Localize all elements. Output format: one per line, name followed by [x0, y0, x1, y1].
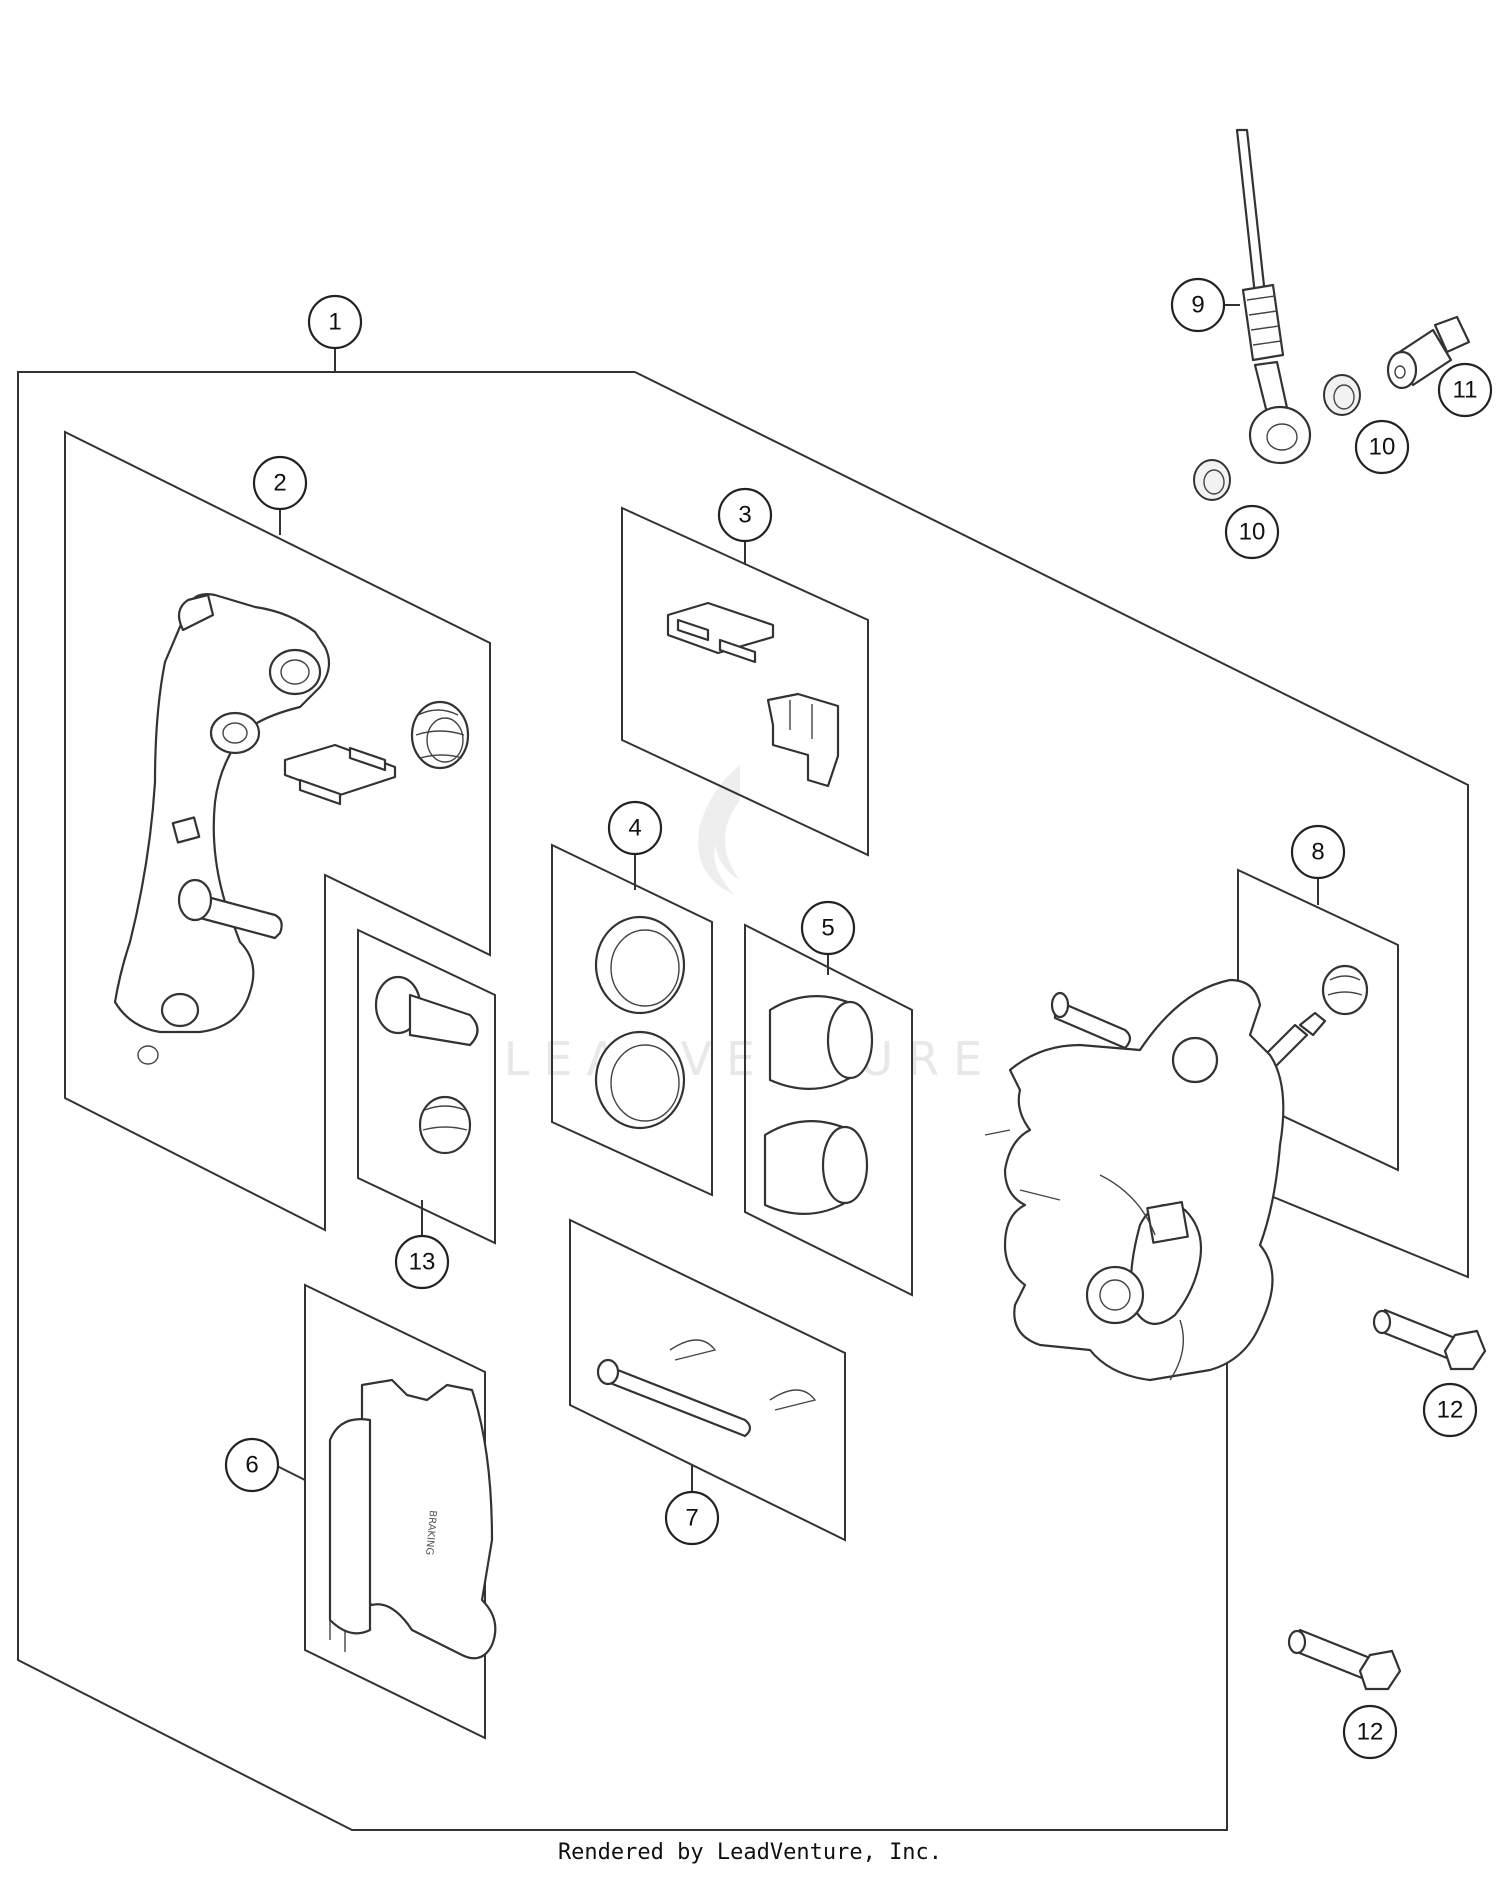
callout-12-upper-label: 12 — [1437, 1397, 1464, 1424]
group-13-panel — [357, 928, 496, 1245]
copper-washer-lower — [1193, 459, 1231, 501]
callout-1-label: 1 — [328, 309, 341, 336]
mounting-bolt-lower — [1287, 1628, 1402, 1691]
mounting-bolt-upper — [1372, 1308, 1487, 1371]
callout-3: 3 — [717, 487, 773, 543]
callout-13-label: 13 — [409, 1249, 436, 1276]
group-6-panel — [304, 1283, 486, 1740]
callout-13: 13 — [394, 1234, 450, 1290]
group-7-panel — [569, 1218, 846, 1542]
rendered-by-footer: Rendered by LeadVenture, Inc. — [557, 1840, 943, 1865]
callout-9-label: 9 — [1191, 292, 1204, 319]
callout-2-label: 2 — [273, 470, 286, 497]
callout-5: 5 — [800, 900, 856, 956]
group-5-panel — [744, 923, 913, 1297]
callout-10-upper: 10 — [1354, 419, 1410, 475]
brake-hose — [1235, 128, 1312, 465]
group-4-panel — [551, 843, 713, 1197]
callout-8-label: 8 — [1311, 839, 1324, 866]
callout-7: 7 — [664, 1490, 720, 1546]
watermark: LEADVENTURE — [504, 765, 997, 1086]
banjo-bolt — [1386, 315, 1471, 390]
callout-6-label: 6 — [245, 1452, 258, 1479]
callout-9: 9 — [1170, 277, 1226, 333]
callout-10-lower-label: 10 — [1239, 519, 1266, 546]
brake-pads: BRAKING — [328, 1378, 497, 1660]
callout-10-lower: 10 — [1224, 504, 1280, 560]
callout-4-label: 4 — [628, 815, 641, 842]
group-3-panel — [621, 506, 869, 857]
svg-text:BRAKING: BRAKING — [423, 1510, 438, 1556]
dust-boot-in-group-2 — [410, 700, 470, 770]
callout-12-lower: 12 — [1342, 1704, 1398, 1760]
callout-6: 6 — [224, 1437, 280, 1493]
anti-rattle-clip-kit — [666, 601, 840, 788]
guide-pin-and-boot — [374, 975, 479, 1155]
callout-1: 1 — [307, 294, 363, 350]
copper-washer-upper — [1323, 374, 1361, 416]
callout-5-label: 5 — [821, 915, 834, 942]
callout-3-label: 3 — [738, 502, 751, 529]
group-2-panel — [64, 430, 491, 1232]
callout-4: 4 — [607, 800, 663, 856]
watermark-text: LEADVENTURE — [504, 1032, 997, 1086]
pad-pins-and-clips — [596, 1339, 817, 1438]
caliper-body — [984, 978, 1285, 1382]
callout-8: 8 — [1290, 824, 1346, 880]
callout-11-label: 11 — [1453, 377, 1478, 404]
group-1-outline — [17, 371, 1469, 1831]
callout-12-upper: 12 — [1422, 1382, 1478, 1438]
callout-12-lower-label: 12 — [1357, 1719, 1384, 1746]
callout-10-upper-label: 10 — [1369, 434, 1396, 461]
callout-7-label: 7 — [685, 1505, 698, 1532]
callout-2: 2 — [252, 455, 308, 511]
callout-11: 11 — [1437, 362, 1493, 418]
piston-seal-kit — [594, 915, 686, 1130]
brake-pistons — [763, 995, 874, 1215]
pad-spring-clip-in-group-2 — [283, 743, 397, 806]
caliper-bracket — [113, 593, 331, 1065]
